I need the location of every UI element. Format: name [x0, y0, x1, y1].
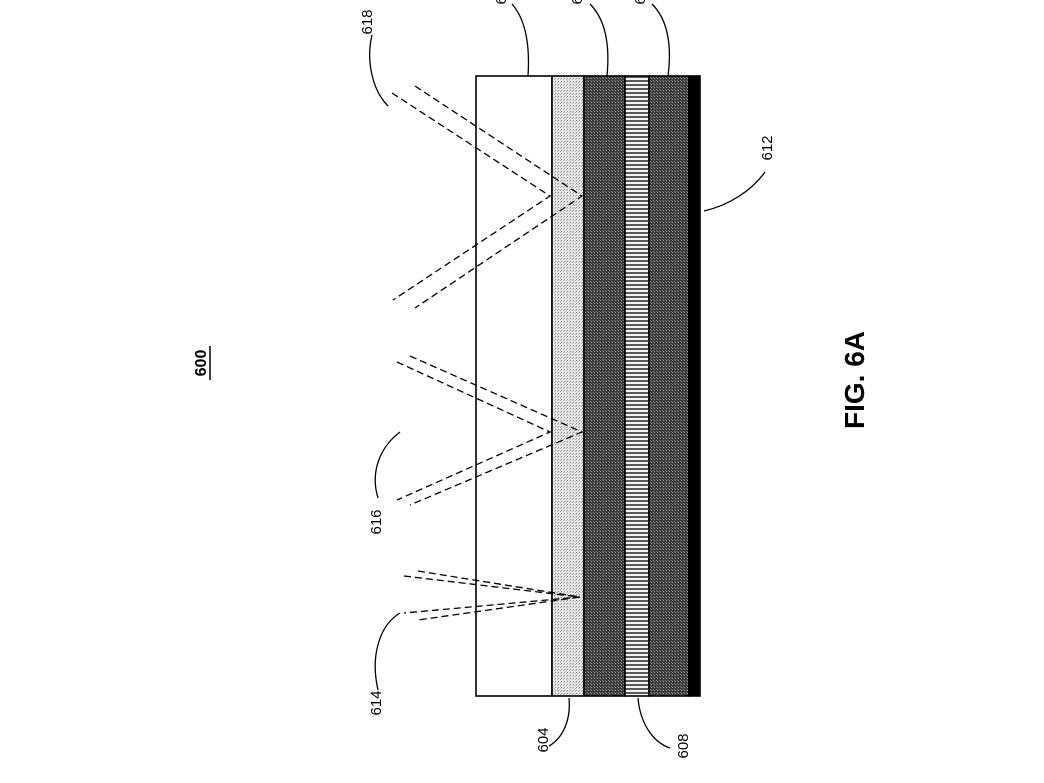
leader-612: [704, 172, 765, 211]
label-610: 610: [632, 0, 649, 5]
label-606: 606: [569, 0, 586, 5]
label-618: 618: [359, 9, 376, 34]
leader-610: [652, 4, 669, 76]
label-608: 608: [675, 733, 692, 758]
leader-608: [638, 698, 670, 748]
layer-604-light: [552, 76, 584, 696]
leader-602: [512, 4, 528, 76]
figure-title: FIG. 6A: [839, 331, 870, 429]
figure-number: 600: [193, 346, 210, 380]
label-604: 604: [535, 727, 552, 752]
layer-612-black: [689, 76, 700, 696]
label-612: 612: [759, 135, 776, 160]
leader-604: [549, 698, 569, 746]
layer-606-dark: [584, 76, 625, 696]
layer-608-striped: [625, 76, 649, 696]
leader-616: [375, 432, 400, 498]
svg-text:600: 600: [193, 350, 210, 377]
label-614: 614: [368, 690, 385, 715]
label-602: 602: [493, 0, 510, 5]
leader-618: [370, 35, 388, 106]
leader-606: [590, 4, 608, 76]
layer-610-dark: [649, 76, 689, 696]
leader-614: [375, 613, 400, 690]
label-616: 616: [368, 509, 385, 534]
